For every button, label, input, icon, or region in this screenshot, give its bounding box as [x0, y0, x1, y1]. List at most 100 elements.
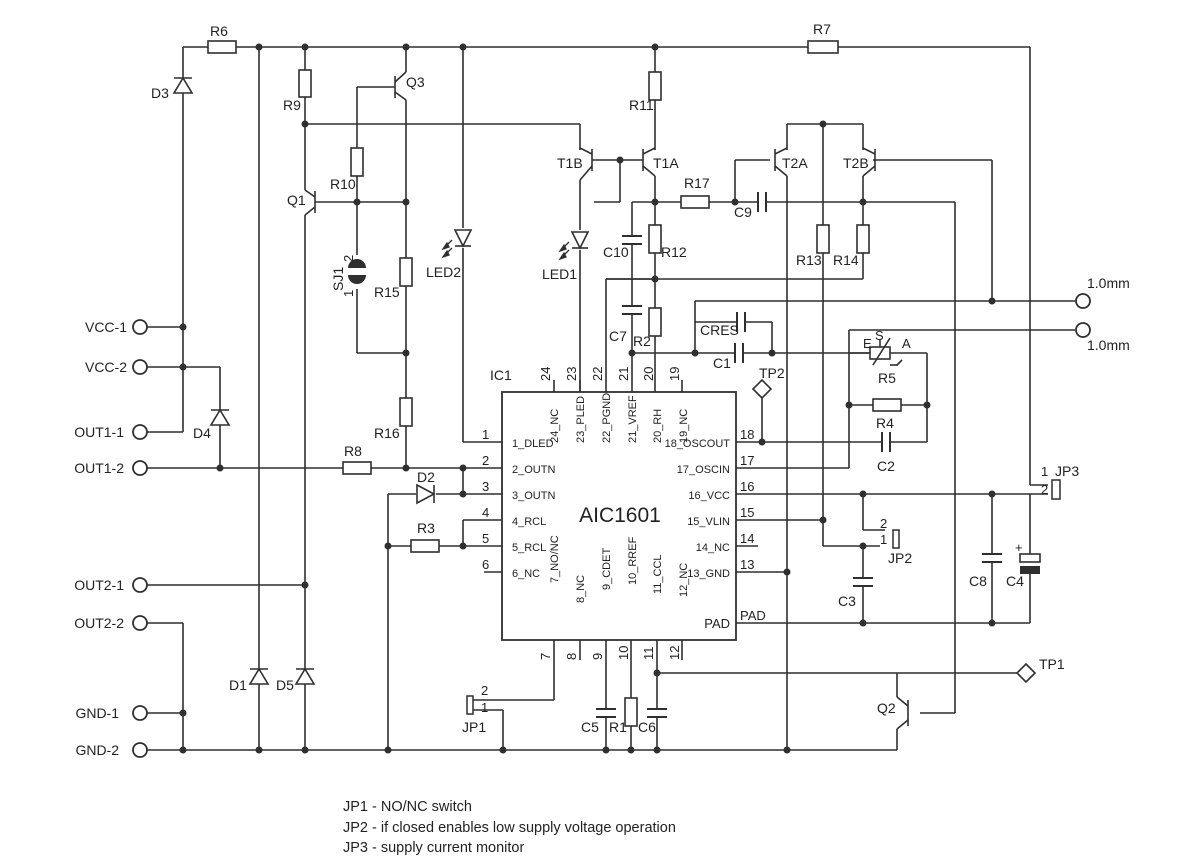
jumper-jp1 — [466, 695, 474, 715]
ic-pin-number: 23 — [564, 367, 579, 381]
capacitor-c8 — [982, 553, 1002, 563]
label-vcc1: VCC-1 — [85, 319, 127, 335]
test-point-tp2 — [751, 378, 773, 400]
transistors — [304, 71, 909, 730]
ic-pin-number: 17 — [740, 453, 754, 468]
ic-ref: IC1 — [490, 367, 512, 383]
transistor-q3 — [394, 71, 407, 101]
ic-pin-label: 8_NC — [575, 575, 587, 603]
diode-d2 — [416, 483, 436, 505]
capacitors — [596, 192, 1002, 718]
label-c7: C7 — [609, 328, 627, 344]
label-t2b: T2B — [843, 155, 869, 171]
ic-pin-number: 19 — [667, 367, 682, 381]
resistor-r7 — [807, 40, 839, 54]
ic-pin-number: 13 — [740, 557, 754, 572]
label-d3: D3 — [151, 85, 169, 101]
label-r9: R9 — [283, 97, 301, 113]
label-tp1: TP1 — [1039, 656, 1065, 672]
diode-d3 — [172, 76, 194, 94]
jumper-pin-numbers: 2 1 2 1 1 2 — [481, 464, 1048, 715]
label-electrode-2: 1.0mm — [1087, 337, 1130, 353]
transistor-t2a — [774, 147, 788, 177]
ic-pin-label: 6_NC — [512, 568, 540, 580]
label-led2: LED2 — [426, 264, 461, 280]
label-t2a: T2A — [782, 155, 808, 171]
ic-pin-label: 20_RH — [652, 409, 664, 443]
capacitor-c2 — [881, 432, 891, 452]
resistor-r16 — [399, 397, 413, 427]
ic-pin-label: 24_NC — [549, 409, 561, 443]
ic-top-pins: 24_NC 23_PLED 22_PGND 21_VREF 20_RH 19_N… — [549, 393, 690, 443]
diode-d5 — [294, 667, 316, 685]
ic-pin-number: 7 — [538, 653, 553, 660]
ic-pin-label: 5_RCL — [512, 542, 546, 554]
jp1-pin-1: 1 — [481, 700, 488, 715]
label-c5: C5 — [581, 719, 599, 735]
capacitor-c1 — [734, 343, 744, 363]
label-r3: R3 — [417, 520, 435, 536]
jumpers — [466, 479, 1061, 715]
label-out12: OUT1-2 — [74, 460, 124, 476]
label-gnd1: GND-1 — [75, 705, 119, 721]
label-r2: R2 — [633, 333, 651, 349]
ic-pin-label: 15_VLIN — [687, 516, 730, 528]
ic-pin-label: 18_OSCOUT — [665, 438, 731, 450]
resistors — [207, 40, 902, 727]
jp3-pin-2: 2 — [1041, 482, 1048, 497]
label-r14: R14 — [833, 252, 859, 268]
resistor-r4 — [872, 398, 902, 412]
c4-plus-sign: + — [1015, 540, 1023, 555]
ic-pin-number: 21 — [616, 367, 631, 381]
ic-bottom-pins: 7_NO/NC 8_NC 9_CDET 10_RREF 11_CCL 12_NC — [549, 535, 690, 603]
ic-pin-label: 14_NC — [696, 542, 730, 554]
ic-name: AIC1601 — [579, 504, 661, 527]
ic-pin-number: 9 — [590, 653, 605, 660]
ic-pin-number: 3 — [482, 479, 489, 494]
ic-left-pins: 1_DLED 2_OUTN 3_OUTN 4_RCL 5_RCL 6_NC — [512, 438, 555, 580]
label-c1: C1 — [713, 355, 731, 371]
ic-pin-label: 11_CCL — [652, 554, 664, 594]
label-r6: R6 — [210, 23, 228, 39]
resistor-r3 — [410, 539, 440, 553]
label-r4: R4 — [876, 415, 894, 431]
led-led1 — [570, 231, 590, 250]
electrode-labels: 1.0mm 1.0mm — [1087, 275, 1130, 353]
note-jp3: JP3 - supply current monitor — [343, 840, 525, 856]
terminal-vcc2 — [132, 359, 148, 375]
label-r17: R17 — [684, 175, 710, 191]
terminal-out22 — [132, 615, 148, 631]
ic-pin-number: PAD — [740, 608, 766, 623]
label-r5: R5 — [878, 370, 896, 386]
ic-bottom-pin-numbers: 7 8 9 10 11 12 — [538, 646, 682, 660]
label-r7: R7 — [813, 21, 831, 37]
label-r10: R10 — [330, 176, 356, 192]
ic-pin-number: 22 — [590, 367, 605, 381]
terminal-gnd1 — [132, 705, 148, 721]
ic-pin-label: 2_OUTN — [512, 464, 555, 476]
resistor-r9 — [298, 69, 312, 98]
capacitor-c3 — [853, 577, 873, 587]
ic-pin-label: 19_NC — [678, 409, 690, 443]
resistor-r17 — [680, 195, 710, 209]
label-r11: R11 — [629, 97, 654, 113]
label-jp2: JP2 — [888, 550, 912, 566]
label-r8: R8 — [344, 443, 362, 459]
resistor-r14 — [856, 224, 870, 254]
label-d5: D5 — [276, 677, 294, 693]
component-labels: R6 R7 D3 R9 Q3 R10 Q1 R15 R16 LED2 LED1 … — [151, 21, 1079, 735]
capacitor-c6 — [647, 708, 667, 718]
resistor-r6 — [207, 40, 237, 54]
sj1-pin-2: 2 — [341, 255, 356, 262]
capacitor-c4: + — [1015, 540, 1041, 574]
terminal-electrode-1 — [1075, 293, 1091, 309]
label-c4: C4 — [1006, 573, 1024, 589]
label-r12: R12 — [661, 244, 687, 260]
ic-pin-number: 4 — [482, 505, 489, 520]
ic-pin-number: 11 — [641, 647, 656, 661]
ic-pin-number: 6 — [482, 557, 489, 572]
label-q3: Q3 — [406, 74, 425, 90]
label-jp1: JP1 — [462, 719, 486, 735]
label-r15: R15 — [374, 284, 400, 300]
ic-pin-number: 20 — [641, 367, 656, 381]
